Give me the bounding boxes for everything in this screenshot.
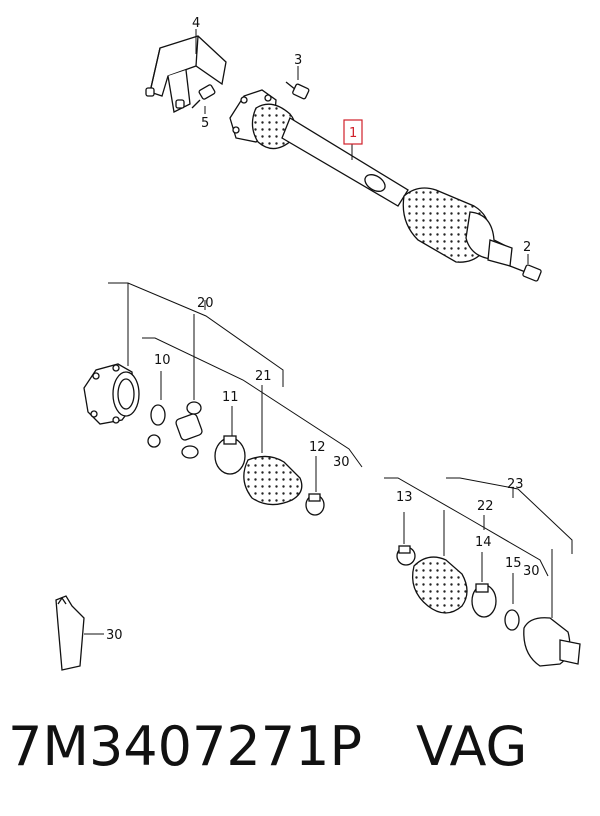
callout-11: 11 <box>222 390 239 405</box>
grease-tube <box>55 595 104 671</box>
group-brackets-right <box>384 477 573 618</box>
driveshaft-assembly <box>145 35 542 282</box>
callout-10: 10 <box>154 353 171 368</box>
outer-joint-kit <box>396 545 581 667</box>
brand-name: VAG <box>416 715 528 778</box>
inner-joint-housing <box>83 363 140 425</box>
callout-30-middle: 30 <box>333 455 350 470</box>
callout-14: 14 <box>475 535 492 550</box>
callout-22: 22 <box>477 499 494 514</box>
bolt-5 <box>191 84 216 109</box>
callout-12: 12 <box>309 440 326 455</box>
callout-1: 1 <box>349 126 357 141</box>
clamp-14 <box>471 583 497 618</box>
callout-1-highlight-box <box>343 119 363 145</box>
outer-joint <box>465 211 513 267</box>
bolt-3 <box>285 81 310 100</box>
callout-30-right: 30 <box>523 564 540 579</box>
callout-4: 4 <box>192 16 200 31</box>
callout-20: 20 <box>197 296 214 311</box>
callout-15: 15 <box>505 556 522 571</box>
joint-cage <box>147 401 203 459</box>
boot-21 <box>243 455 303 506</box>
clamp-11 <box>214 435 246 475</box>
outer-boot-kit <box>411 556 468 614</box>
circlip-10 <box>150 404 166 426</box>
callout-2: 2 <box>523 240 531 255</box>
bolt-2 <box>509 264 542 282</box>
part-footer: 7M3407271P VAG <box>8 707 598 787</box>
callout-13: 13 <box>396 490 413 505</box>
clamp-13 <box>396 545 416 566</box>
callout-3: 3 <box>294 53 302 68</box>
part-number: 7M3407271P <box>8 715 363 778</box>
group-brackets-middle <box>108 282 363 492</box>
circlip-15 <box>504 609 520 631</box>
callout-5: 5 <box>201 116 209 131</box>
shaft <box>281 117 409 207</box>
outer-joint-kit-body <box>523 617 581 667</box>
callout-21: 21 <box>255 369 272 384</box>
callout-23: 23 <box>507 477 524 492</box>
inner-joint-kit <box>83 363 325 516</box>
heat-shield <box>145 35 227 113</box>
callout-30-grease: 30 <box>106 628 123 643</box>
top-leader-lines <box>195 29 529 264</box>
clamp-12 <box>305 493 325 516</box>
